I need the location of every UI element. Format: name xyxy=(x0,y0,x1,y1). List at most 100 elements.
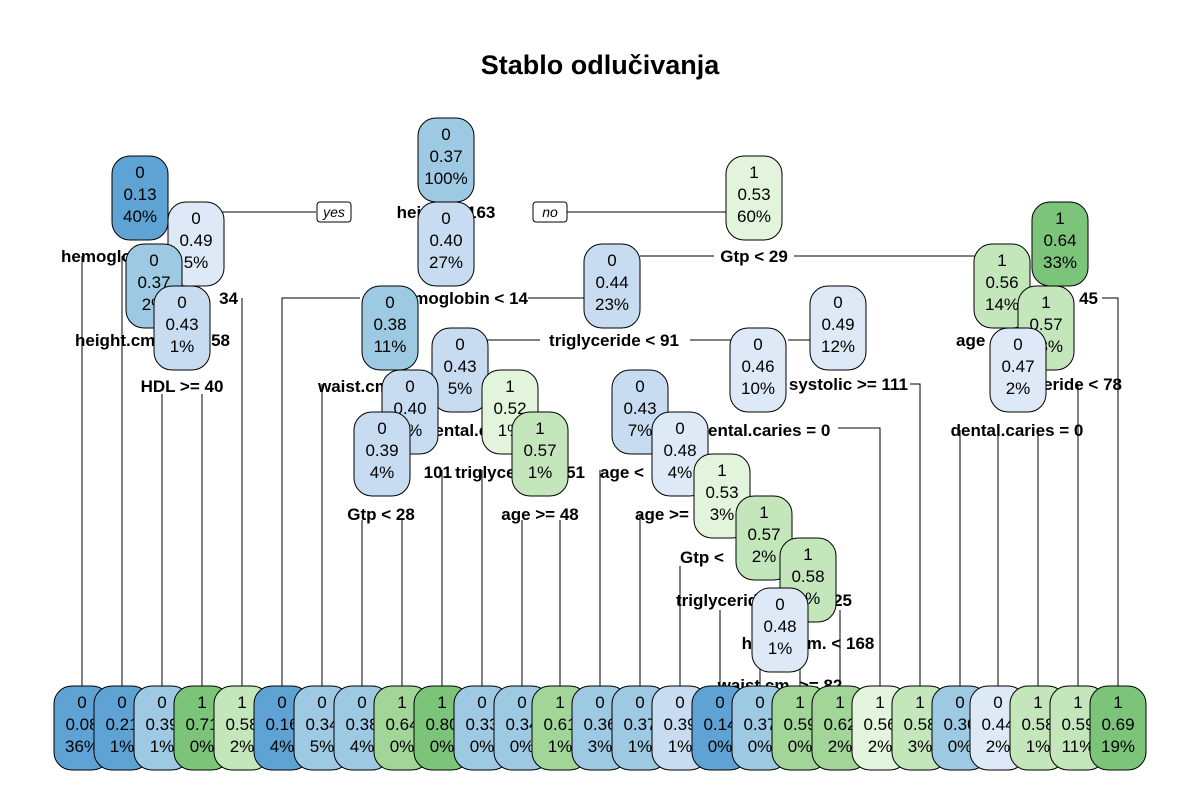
svg-text:0.38: 0.38 xyxy=(345,715,378,734)
svg-text:0: 0 xyxy=(135,163,144,182)
svg-text:0: 0 xyxy=(775,595,784,614)
tree-node: 1 0.57 1% xyxy=(511,411,569,497)
tree-edge xyxy=(838,427,881,686)
tree-node: 00.431% xyxy=(153,285,211,371)
svg-text:0: 0 xyxy=(405,377,414,396)
svg-text:4%: 4% xyxy=(350,737,375,756)
split-label: 34 xyxy=(219,289,238,308)
svg-text:0: 0 xyxy=(317,693,326,712)
svg-text:1%: 1% xyxy=(1026,737,1051,756)
tree-node: 0 0.47 2% xyxy=(989,327,1047,413)
svg-text:0: 0 xyxy=(117,693,126,712)
svg-text:0.53: 0.53 xyxy=(737,185,770,204)
svg-text:0.64: 0.64 xyxy=(385,715,418,734)
split-label: age >= xyxy=(635,505,689,524)
svg-text:0.57: 0.57 xyxy=(523,441,556,460)
svg-text:0: 0 xyxy=(833,293,842,312)
svg-text:1: 1 xyxy=(197,693,206,712)
svg-text:1: 1 xyxy=(803,545,812,564)
svg-text:0: 0 xyxy=(357,693,366,712)
svg-text:0.64: 0.64 xyxy=(1043,231,1076,250)
split-label: 45 xyxy=(1079,289,1098,308)
svg-text:4%: 4% xyxy=(668,463,693,482)
svg-text:19%: 19% xyxy=(1101,737,1135,756)
svg-text:0: 0 xyxy=(635,377,644,396)
svg-text:0.38: 0.38 xyxy=(373,315,406,334)
svg-text:0.49: 0.49 xyxy=(179,231,212,250)
svg-text:7%: 7% xyxy=(628,421,653,440)
svg-text:0.37: 0.37 xyxy=(137,273,170,292)
svg-text:yes: yes xyxy=(322,204,345,220)
svg-text:1: 1 xyxy=(1055,209,1064,228)
svg-text:1: 1 xyxy=(1033,693,1042,712)
svg-text:0.52: 0.52 xyxy=(493,399,526,418)
split-label: waist.cm xyxy=(317,377,390,396)
svg-text:14%: 14% xyxy=(985,295,1019,314)
svg-text:1%: 1% xyxy=(548,737,573,756)
svg-text:2%: 2% xyxy=(1006,379,1031,398)
tree-node: 00.481% xyxy=(751,587,809,673)
svg-text:0.61: 0.61 xyxy=(543,715,576,734)
svg-text:0: 0 xyxy=(441,209,450,228)
svg-text:0.37: 0.37 xyxy=(623,715,656,734)
svg-text:0: 0 xyxy=(755,693,764,712)
svg-text:0: 0 xyxy=(455,335,464,354)
svg-text:1%: 1% xyxy=(628,737,653,756)
svg-text:0.16: 0.16 xyxy=(265,715,298,734)
svg-text:0.57: 0.57 xyxy=(747,525,780,544)
svg-text:0: 0 xyxy=(753,335,762,354)
svg-text:0.47: 0.47 xyxy=(1001,357,1034,376)
svg-text:1: 1 xyxy=(535,419,544,438)
svg-text:0: 0 xyxy=(385,293,394,312)
svg-text:0%: 0% xyxy=(708,737,733,756)
svg-text:0: 0 xyxy=(635,693,644,712)
split-label: age xyxy=(956,331,985,350)
svg-text:0.08: 0.08 xyxy=(65,715,98,734)
svg-text:0: 0 xyxy=(177,293,186,312)
svg-text:3%: 3% xyxy=(588,737,613,756)
svg-text:0: 0 xyxy=(1013,335,1022,354)
split-label: systolic >= 111 xyxy=(789,375,908,394)
split-label: HDL >= 40 xyxy=(141,377,224,396)
svg-text:1: 1 xyxy=(749,163,758,182)
leaf-nodes: 00.0836%00.211%00.391%10.710%10.582%00.1… xyxy=(53,685,1147,771)
split-label: hemoglobin < 14 xyxy=(393,289,528,308)
tree-edges xyxy=(81,211,1119,686)
svg-text:0%: 0% xyxy=(430,737,455,756)
svg-text:0: 0 xyxy=(675,419,684,438)
svg-text:0.36: 0.36 xyxy=(583,715,616,734)
svg-text:1%: 1% xyxy=(528,463,553,482)
svg-text:0: 0 xyxy=(157,693,166,712)
svg-text:0: 0 xyxy=(715,693,724,712)
svg-text:0.69: 0.69 xyxy=(1101,715,1134,734)
svg-text:0.58: 0.58 xyxy=(1021,715,1054,734)
svg-text:0.21: 0.21 xyxy=(105,715,138,734)
svg-text:0.37: 0.37 xyxy=(743,715,776,734)
svg-text:1: 1 xyxy=(795,693,804,712)
svg-text:0.44: 0.44 xyxy=(595,273,628,292)
svg-text:0: 0 xyxy=(675,693,684,712)
svg-text:0.49: 0.49 xyxy=(821,315,854,334)
split-label: age < xyxy=(600,463,644,482)
no-tag: no xyxy=(532,201,568,223)
internal-nodes: 00.37100%00.1340%10.5360%00.495%00.4027%… xyxy=(111,117,1089,673)
svg-text:1: 1 xyxy=(717,461,726,480)
svg-text:1%: 1% xyxy=(110,737,135,756)
svg-text:0.59: 0.59 xyxy=(1061,715,1094,734)
svg-text:0.43: 0.43 xyxy=(165,315,198,334)
svg-text:2%: 2% xyxy=(230,737,255,756)
tree-edge xyxy=(910,383,921,686)
svg-text:0.57: 0.57 xyxy=(1029,315,1062,334)
svg-text:1: 1 xyxy=(1113,693,1122,712)
tree-node: 00.394% xyxy=(353,411,411,497)
svg-text:5%: 5% xyxy=(184,253,209,272)
tree-node: 10.572% xyxy=(735,495,793,581)
svg-text:0: 0 xyxy=(955,693,964,712)
split-label: Gtp < xyxy=(680,548,724,567)
